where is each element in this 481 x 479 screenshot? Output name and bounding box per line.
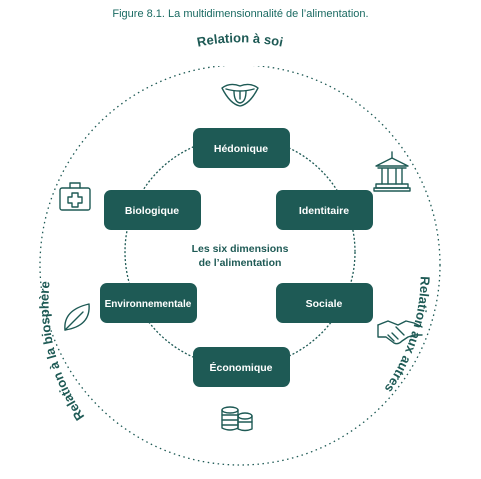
box-economique: Économique	[193, 347, 290, 387]
center-title-line2: de l’alimentation	[199, 257, 282, 269]
outer-dashed-circle	[39, 64, 441, 466]
box-hedonique-label: Hédonique	[214, 143, 268, 155]
box-environnementale-label: Environnementale	[105, 299, 192, 310]
box-environnementale: Environnementale	[100, 283, 197, 323]
box-economique-label: Économique	[209, 361, 272, 374]
box-identitaire: Identitaire	[276, 190, 373, 230]
box-identitaire-label: Identitaire	[299, 205, 349, 217]
label-relation-soi: Relation à soi	[196, 30, 285, 49]
box-biologique-label: Biologique	[125, 205, 179, 217]
box-biologique: Biologique	[104, 190, 201, 230]
figure-caption: Figure 8.1. La multidimensionnalité de l…	[112, 8, 369, 20]
top-label-bg	[182, 46, 278, 66]
box-sociale: Sociale	[276, 283, 373, 323]
coins-icon	[221, 406, 253, 432]
building-icon	[373, 151, 411, 192]
leaf-icon	[64, 303, 90, 331]
mouth-icon	[221, 83, 259, 107]
medical-kit-icon	[59, 182, 91, 211]
box-hedonique: Hédonique	[193, 128, 290, 168]
label-relation-biosphere: Relation à la biosphère	[37, 281, 88, 424]
box-sociale-label: Sociale	[306, 298, 343, 310]
center-title-line1: Les six dimensions	[192, 243, 289, 255]
handshake-icon	[377, 320, 423, 345]
